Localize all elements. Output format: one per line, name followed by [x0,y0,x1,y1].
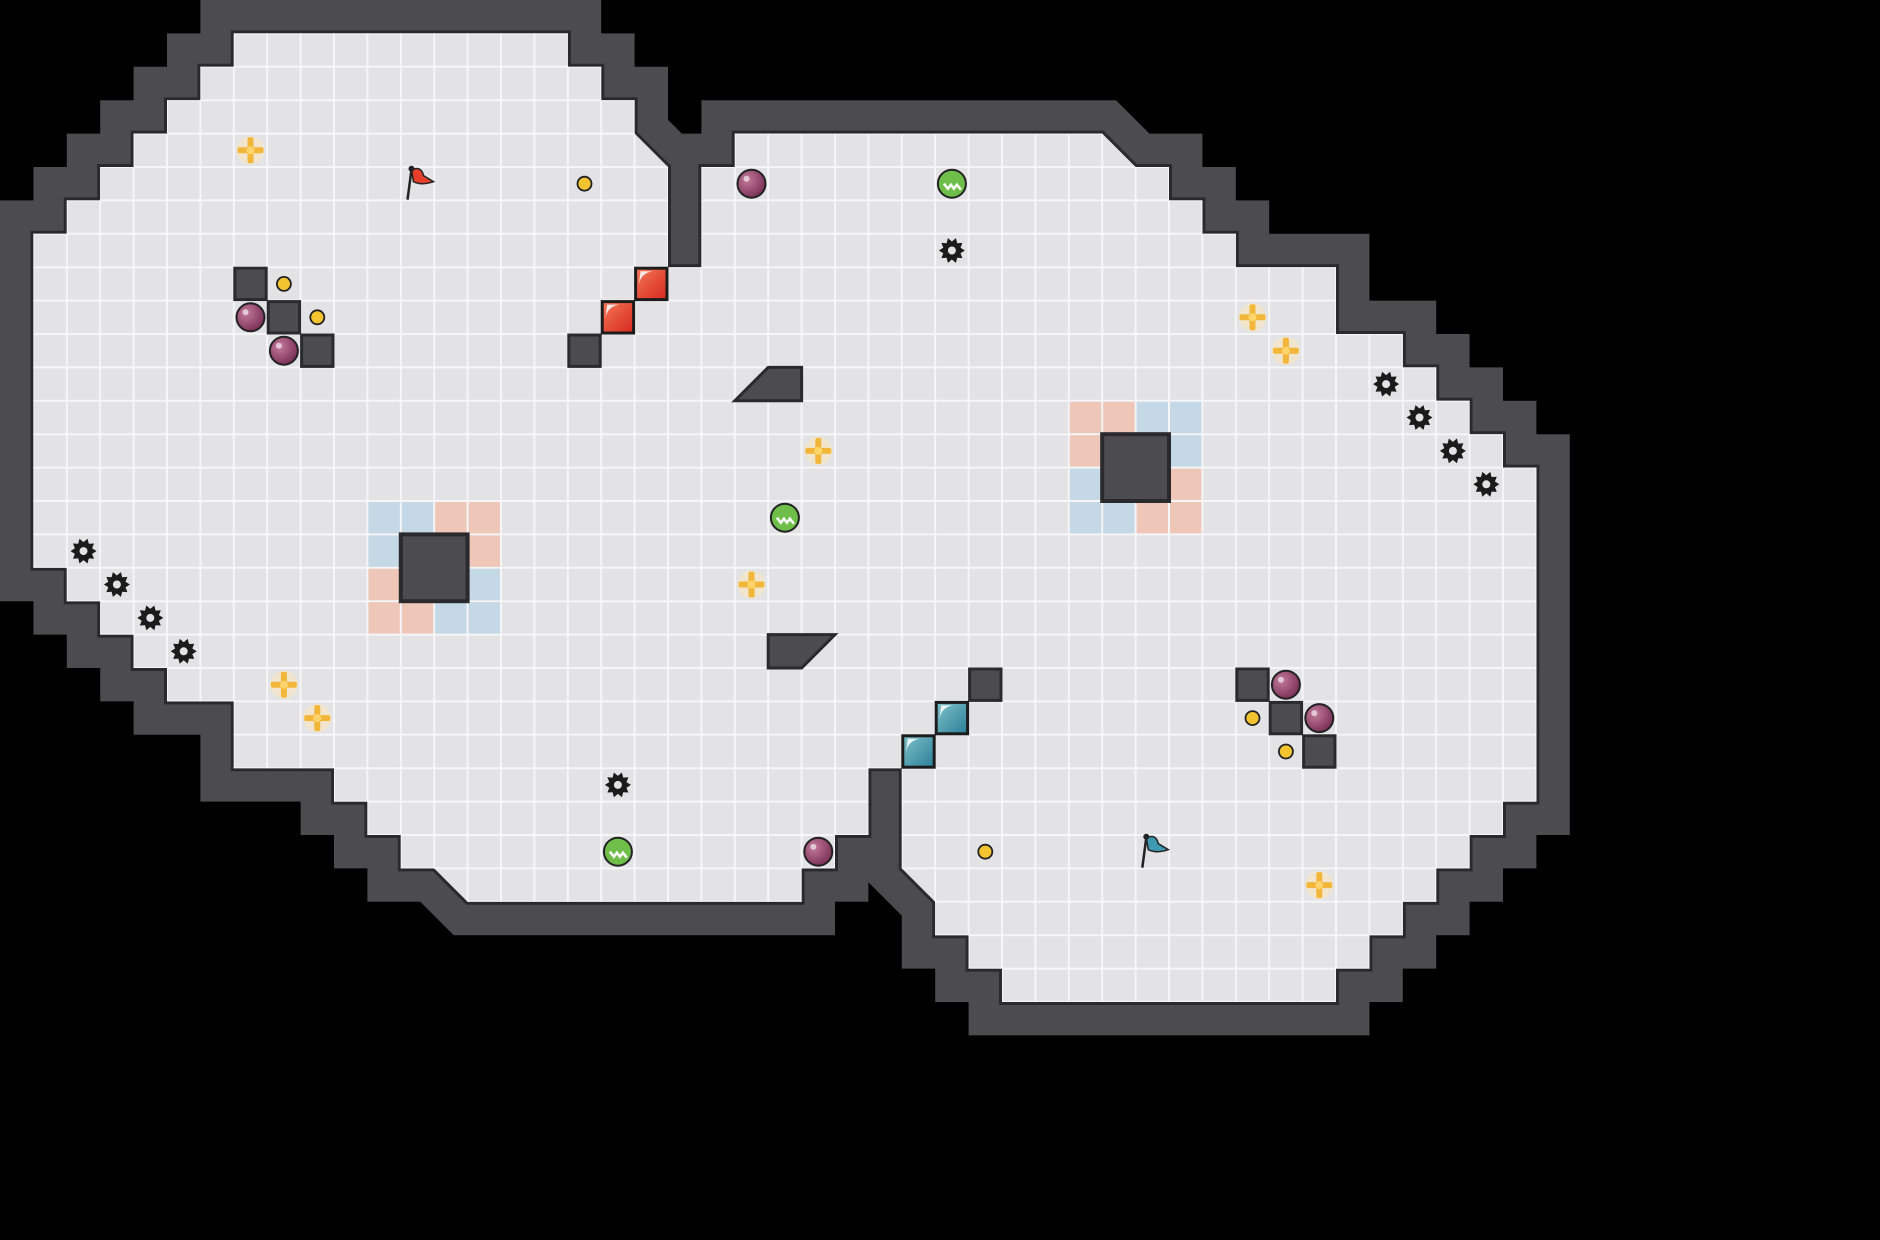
spike-mine-icon [137,605,164,631]
blue-zone-tile [1170,435,1202,467]
spike-mine-icon [1473,471,1500,497]
wall-block [233,266,268,302]
spike-mine-icon [70,538,97,564]
red-zone-tile [468,502,500,534]
red-zone-tile [1069,435,1102,467]
spike-mine-icon [938,238,965,263]
boost-pad-icon [269,670,298,699]
blue-zone-tile [1069,502,1102,534]
red-gate-tile [634,266,669,302]
powerup-icon [936,168,967,199]
spike-mine-icon [604,772,631,798]
spike-mine-icon [170,638,197,664]
wall-block [266,300,302,335]
blue-zone-tile [368,535,400,567]
wall-block [567,333,602,368]
red-zone-tile [1136,502,1168,534]
bomb-icon [803,836,834,867]
spike-mine-icon [103,572,130,597]
wall-ramp [766,633,839,670]
blue-flag-icon [1141,833,1171,868]
wall-pillar [1100,432,1171,504]
team-zones [368,401,1202,634]
red-zone-tile [401,602,434,634]
wall-pillar [398,532,470,604]
blue-zone-tile [1136,401,1168,434]
red-zone-tile [1170,502,1202,534]
wall-block [1268,700,1304,736]
bomb-icon [1304,703,1335,734]
wall-block [968,667,1003,702]
wall-block [1235,667,1270,702]
map-objects [70,136,1500,900]
blue-gate-tile [934,700,970,736]
coin-icon [977,843,994,860]
boost-pad-icon [236,136,265,165]
wall-blocks [233,266,1337,769]
red-zone-tile [368,602,400,634]
spike-mine-icon [1439,438,1466,464]
red-gate-tile [600,300,636,335]
spike-mine-icon [1406,405,1433,430]
coin-icon [1278,743,1294,760]
powerup-icon [602,836,633,867]
boost-pad-icon [1271,336,1300,365]
bomb-icon [268,335,299,366]
red-zone-tile [468,535,500,567]
bomb-icon [1270,669,1301,700]
coin-icon [309,309,326,326]
blue-zone-tile [1103,502,1135,534]
red-zone-tile [435,502,467,534]
boost-pad-icon [737,570,766,599]
blue-zone-tile [401,502,434,534]
blue-zone-tile [368,502,400,534]
coin-icon [275,275,292,292]
blue-zone-tile [468,568,500,601]
bomb-icon [235,302,266,333]
blue-zone-tile [468,602,500,634]
red-zone-tile [1103,401,1135,434]
coin-icon [1244,710,1261,726]
boost-pad-icon [303,704,332,733]
powerup-icon [769,502,800,533]
red-zone-tile [368,568,400,601]
blue-zone-tile [1069,468,1102,500]
wall-block [300,333,335,368]
red-zone-tile [1069,401,1102,434]
blue-zone-tile [435,602,467,634]
spike-mine-icon [1373,371,1400,397]
blue-zone-tile [1170,401,1202,434]
boost-pad-icon [804,436,833,465]
wall-ramp [731,365,804,403]
red-flag-icon [406,165,436,200]
red-zone-tile [1170,468,1202,500]
boost-pad-icon [1238,303,1267,332]
bomb-icon [736,168,767,199]
blue-gate-tile [901,734,936,769]
boost-pad-icon [1305,871,1334,900]
coin-icon [576,175,593,192]
wall-block [1302,734,1337,769]
